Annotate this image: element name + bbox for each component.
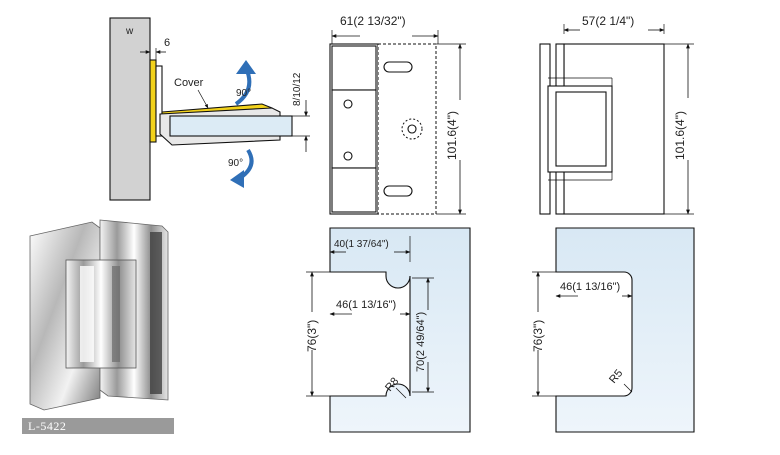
glass-dim-label: 8/10/12	[292, 72, 303, 106]
photo-knuckle	[65, 259, 137, 369]
front-screw-hole-bottom	[343, 151, 353, 161]
top-width-dim: 57(2 1/4")	[582, 14, 634, 28]
front-bottom-block	[331, 167, 377, 213]
cutout-a-depth-dim: 46(1 13/16")	[336, 299, 396, 311]
front-height-dim: 101.6(4")	[445, 111, 459, 160]
photo-edge	[150, 232, 162, 394]
gap-dim-label: 6	[164, 37, 170, 49]
front-slot-bottom	[383, 185, 413, 197]
glass-cutout-a: 40(1 37/64") 46(1 13/16") 76(3") 70(2 49…	[305, 227, 471, 433]
front-width-dim: 61(2 13/32")	[340, 14, 406, 28]
cutout-b-radius-label: R5	[607, 367, 625, 385]
photo-knuckle-shine	[80, 266, 94, 362]
cover-label: Cover	[174, 77, 204, 89]
top-knuckle-inner	[555, 91, 607, 167]
front-middle-block	[331, 89, 377, 169]
angle-top-label: 90°	[236, 88, 251, 99]
top-view: 57(2 1/4") 101.6(4")	[539, 14, 694, 215]
front-screw-hole-top	[343, 99, 353, 109]
glass-cutout-b: 46(1 13/16") 76(3") R5	[531, 227, 695, 433]
top-height-dim: 101.6(4")	[673, 111, 687, 160]
cutout-b-height-dim: 76(3")	[531, 320, 545, 352]
wall	[109, 17, 151, 201]
photo-knuckle-shadow	[112, 266, 120, 362]
rotate-down-arrowhead	[230, 170, 244, 188]
front-top-block	[331, 45, 377, 91]
plate-inner	[155, 65, 163, 137]
front-slot-top	[383, 61, 413, 73]
cutout-a-notch-dim: 40(1 37/64")	[334, 239, 389, 250]
glass-panel	[169, 115, 293, 137]
front-view: 61(2 13/32") 101.6(4")	[329, 14, 466, 215]
cutout-b-depth-dim: 46(1 13/16")	[560, 281, 620, 293]
cutout-a-height-dim: 76(3")	[305, 320, 319, 352]
wall-label: w	[125, 26, 134, 37]
cutout-a-inner-height-dim: 70(2 49/64")	[415, 312, 427, 372]
mounting-plate	[149, 59, 157, 143]
side-view: w 6 Cover 8/10/12 90° 90°	[109, 17, 310, 201]
rotate-up-arrowhead	[236, 60, 256, 74]
cutout-a-glass	[329, 227, 471, 433]
model-code-tag: L-5422	[22, 418, 174, 434]
cutout-b-glass	[555, 227, 695, 433]
angle-bottom-label: 90°	[228, 158, 243, 169]
product-photo	[29, 219, 169, 411]
